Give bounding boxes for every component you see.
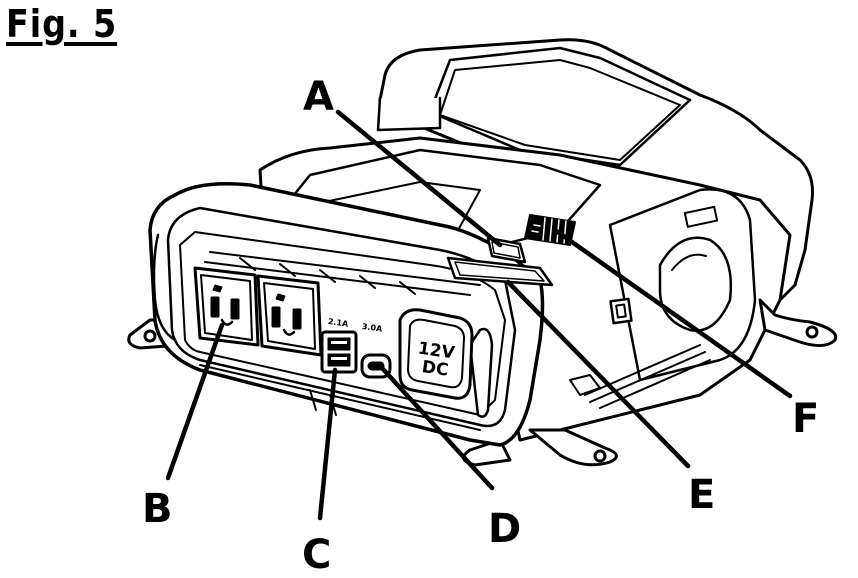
power-button [486,236,527,264]
leader-line-b [165,322,225,481]
callout-d: D [488,506,521,552]
dc-outlet [398,308,474,400]
ac-outlet-left [193,266,260,347]
callout-a: A [303,74,334,120]
usb-a-port [320,330,358,374]
leader-line-f [552,227,793,399]
leader-line-c [317,367,338,521]
callout-b: B [142,486,173,532]
status-display [446,256,554,287]
callout-e: E [688,472,715,518]
callout-c: C [302,532,331,578]
leader-line-e [505,279,691,469]
figure-title: Fig. 5 [6,2,118,46]
ac-outlet-right [256,274,323,357]
leader-line-d [379,365,495,491]
usb-a-rating-label: 2.1A [327,317,349,329]
callout-f: F [792,396,819,442]
usb-c-rating-label: 3.0A [361,322,383,334]
leader-line-a [335,109,503,248]
leader-lines [165,109,793,521]
dc-label-dc: DC [421,357,450,381]
